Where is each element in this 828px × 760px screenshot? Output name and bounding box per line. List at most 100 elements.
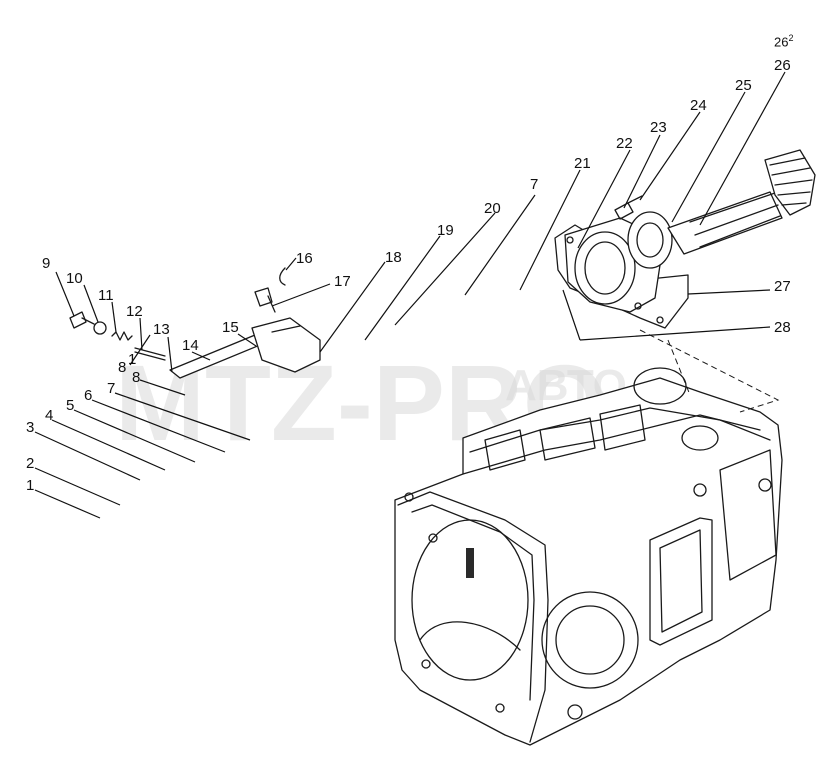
bevel-pinion-shaft: [667, 191, 783, 255]
cover-bolt: [614, 202, 634, 220]
guide-line-cover: [639, 329, 780, 413]
flange-hole-1: [566, 236, 574, 244]
callout-4: 4: [45, 407, 53, 424]
flange-hole-3: [656, 316, 664, 324]
callout-21: 21: [574, 155, 591, 172]
lock-wire-16: [279, 267, 286, 286]
leader-8: [139, 379, 186, 396]
leader-lines: [34, 71, 786, 519]
leader-17: [271, 283, 331, 307]
housing-front-flange: [397, 491, 549, 743]
callout-22: 22: [616, 135, 633, 152]
callout-26: 26: [774, 57, 791, 74]
leader-28b: [562, 289, 581, 341]
leader-21: [519, 169, 581, 291]
housing-flange-hole-1: [404, 492, 414, 502]
leader-2: [34, 467, 121, 506]
washer-10: [93, 321, 107, 335]
housing-drain-plug: [567, 704, 583, 720]
flange-hole-2: [634, 302, 642, 310]
leader-12: [139, 317, 143, 351]
leader-6: [91, 399, 226, 453]
callout-12: 12: [126, 303, 143, 320]
assembly-guide-lines: [639, 329, 780, 413]
housing-front-bore: [411, 519, 529, 681]
callout-28: 28: [774, 319, 791, 336]
bolt-17-shank: [267, 295, 276, 313]
bolt-9: [69, 311, 87, 329]
leader-4: [51, 419, 166, 471]
callout-17: 17: [334, 273, 351, 290]
callout-7a: 7: [107, 380, 115, 397]
callout-15: 15: [222, 319, 239, 336]
leader-7a: [114, 392, 251, 441]
leader-1: [34, 489, 101, 519]
callout-9: 9: [42, 255, 50, 272]
leader-20: [394, 212, 496, 326]
leader-9: [55, 271, 75, 317]
leader-25: [671, 91, 746, 223]
shift-lever-bore: [271, 325, 301, 333]
callout-8p: 8: [118, 359, 126, 376]
callout-3: 3: [26, 419, 34, 436]
flange-cover-bore: [574, 231, 636, 305]
leader-26: [699, 71, 786, 226]
leader-24: [639, 111, 701, 201]
bearing-inner-race: [636, 222, 664, 258]
bearing: [627, 211, 673, 269]
bolt-9-shank: [81, 317, 95, 325]
leader-16: [285, 257, 297, 271]
leader-13: [167, 336, 173, 373]
page-reference: 262: [774, 33, 793, 49]
housing-front-bore-rib: [419, 621, 521, 651]
housing-bolt-hole-2: [758, 478, 772, 492]
leader-15: [237, 333, 257, 347]
callout-5: 5: [66, 397, 74, 414]
callout-16: 16: [296, 250, 313, 267]
callout-25: 25: [735, 77, 752, 94]
flange-cover-bore-inner: [584, 241, 626, 295]
leader-7b: [464, 194, 536, 296]
page-number-superscript: 2: [788, 33, 794, 43]
housing-top-boss: [633, 367, 687, 405]
callout-8: 8: [132, 369, 140, 386]
page-number: 26: [774, 34, 789, 50]
leader-23: [623, 134, 661, 209]
housing-top-pocket-3: [599, 404, 646, 451]
callout-24: 24: [690, 97, 707, 114]
leader-3: [34, 431, 141, 481]
callout-labels: 1 2 3 4 5 6 7 8 8 1 9 10 11 12 13 14 15 …: [26, 57, 791, 494]
callout-13: 13: [153, 321, 170, 338]
leader-28: [579, 326, 771, 341]
housing-flange-hole-4: [495, 703, 505, 713]
leader-27: [687, 289, 771, 295]
callout-1: 1: [26, 477, 34, 494]
housing-rear-face: [719, 449, 777, 581]
housing-side-bore: [555, 605, 625, 675]
housing-bolt-hole-1: [693, 483, 707, 497]
callout-27: 27: [774, 278, 791, 295]
callout-18: 18: [385, 249, 402, 266]
housing-flange-hole-2: [428, 533, 438, 543]
leader-11: [111, 301, 117, 333]
callout-8p-superscript: 1: [128, 351, 136, 368]
leader-5: [73, 409, 196, 463]
housing-top-opening: [681, 425, 719, 451]
bevel-gear-teeth: [769, 157, 813, 206]
callout-11: 11: [98, 287, 114, 304]
leader-22: [577, 149, 631, 249]
spring-11: [111, 331, 133, 341]
bolt-17: [254, 287, 273, 307]
callout-14: 14: [182, 337, 199, 354]
callout-23: 23: [650, 119, 667, 136]
leader-14: [191, 351, 211, 361]
housing-flange-hole-3: [421, 659, 431, 669]
cover-bolt-shank: [627, 195, 643, 204]
housing-top-ridge: [462, 414, 761, 475]
housing-side-window-inner: [659, 529, 703, 633]
leader-8p: [129, 334, 151, 366]
callout-6: 6: [84, 387, 92, 404]
callout-2: 2: [26, 455, 34, 472]
